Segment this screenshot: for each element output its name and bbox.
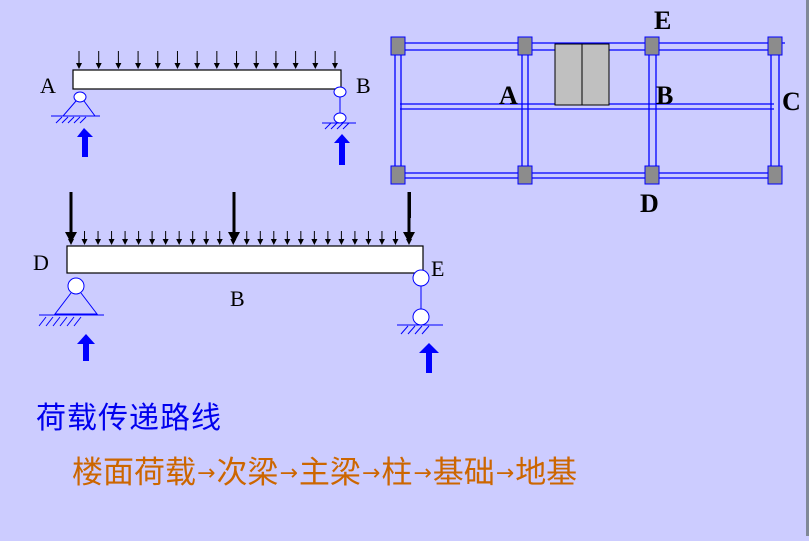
load-arrow: [243, 231, 250, 245]
beam-de: [66, 245, 424, 274]
pin-support-icon: [51, 91, 100, 124]
arrow-right-icon: →: [361, 461, 381, 486]
load-arrow: [216, 231, 223, 245]
slab-panel: [581, 43, 610, 106]
load-arrow: [108, 231, 115, 245]
load-path-title: 荷载传递路线: [36, 401, 222, 436]
plan-label-e: E: [654, 6, 671, 35]
load-arrow: [312, 51, 319, 69]
column: [390, 36, 406, 56]
plan-columns: [390, 36, 783, 185]
load-arrow: [272, 51, 279, 69]
column: [517, 165, 533, 185]
distributed-load-arrows: [68, 231, 412, 245]
load-arrow: [392, 231, 399, 245]
beam-de-diagram: D E B: [33, 192, 444, 373]
load-arrow: [95, 231, 102, 245]
window-edge: [806, 0, 809, 536]
load-arrow: [122, 231, 129, 245]
path-step: 楼面荷载: [72, 455, 196, 491]
label-b-mid: B: [230, 286, 245, 311]
load-arrow: [311, 231, 318, 245]
arrow-right-icon: →: [279, 461, 298, 486]
plan-label-d: D: [640, 189, 659, 218]
load-path-sequence: 楼面荷载→次梁→主梁→柱→基础→地基: [72, 447, 577, 492]
load-arrow: [154, 51, 161, 69]
load-arrow: [270, 231, 277, 245]
load-arrow: [297, 231, 304, 245]
path-step: 次梁: [216, 455, 279, 491]
column: [767, 36, 783, 56]
load-arrow: [135, 51, 142, 69]
load-arrow: [332, 51, 338, 69]
floor-plan: E A B C D: [390, 6, 801, 218]
arrow-right-icon: →: [413, 461, 432, 486]
path-step: 主梁: [298, 455, 361, 491]
beam-ab: [72, 69, 342, 90]
roller-support-icon: [397, 269, 443, 335]
slab-panels: [554, 43, 610, 106]
point-load-arrows: [69, 192, 411, 238]
load-arrow: [135, 231, 142, 245]
load-arrow: [176, 231, 183, 245]
column: [644, 36, 660, 56]
load-arrow: [174, 51, 181, 69]
load-arrow: [233, 51, 240, 69]
arrow-right-icon: →: [495, 461, 515, 486]
reaction-arrow-icon: [77, 128, 93, 157]
load-arrow: [351, 231, 358, 245]
plan-label-b: B: [656, 81, 673, 110]
roller-support-icon: [322, 86, 356, 130]
load-arrow: [257, 231, 264, 245]
load-arrow: [213, 51, 220, 69]
load-arrow: [115, 51, 122, 69]
column: [390, 165, 406, 185]
load-arrow: [365, 231, 372, 245]
load-arrow: [162, 231, 169, 245]
load-arrow: [324, 231, 331, 245]
load-arrow: [194, 51, 201, 69]
reaction-arrow-icon: [419, 343, 439, 373]
reaction-arrow-icon: [77, 334, 95, 361]
label-a: A: [40, 73, 56, 98]
plan-label-c: C: [782, 87, 801, 116]
arrow-right-icon: →: [197, 461, 216, 486]
load-arrow: [338, 231, 345, 245]
path-step: 地基: [515, 455, 578, 491]
slab-panel: [554, 43, 583, 106]
label-e: E: [431, 256, 444, 281]
pin-support-icon: [38, 277, 104, 327]
path-step: 柱: [381, 455, 413, 491]
reaction-arrow-icon: [334, 134, 350, 165]
load-arrow: [76, 51, 82, 69]
load-arrow: [253, 51, 260, 69]
load-arrow: [203, 231, 210, 245]
plan-label-a: A: [499, 81, 518, 110]
column: [767, 165, 783, 185]
load-arrow: [292, 51, 299, 69]
label-d: D: [33, 250, 49, 275]
load-arrow: [95, 51, 102, 69]
load-arrow: [149, 231, 156, 245]
column: [644, 165, 660, 185]
column: [517, 36, 533, 56]
load-arrow: [378, 231, 385, 245]
path-step: 基础: [432, 455, 495, 491]
beam-ab-diagram: A B: [40, 51, 371, 165]
load-arrow: [81, 231, 88, 245]
load-arrow: [189, 231, 196, 245]
distributed-load-arrows: [76, 51, 338, 69]
label-b: B: [356, 73, 371, 98]
load-arrow: [284, 231, 291, 245]
